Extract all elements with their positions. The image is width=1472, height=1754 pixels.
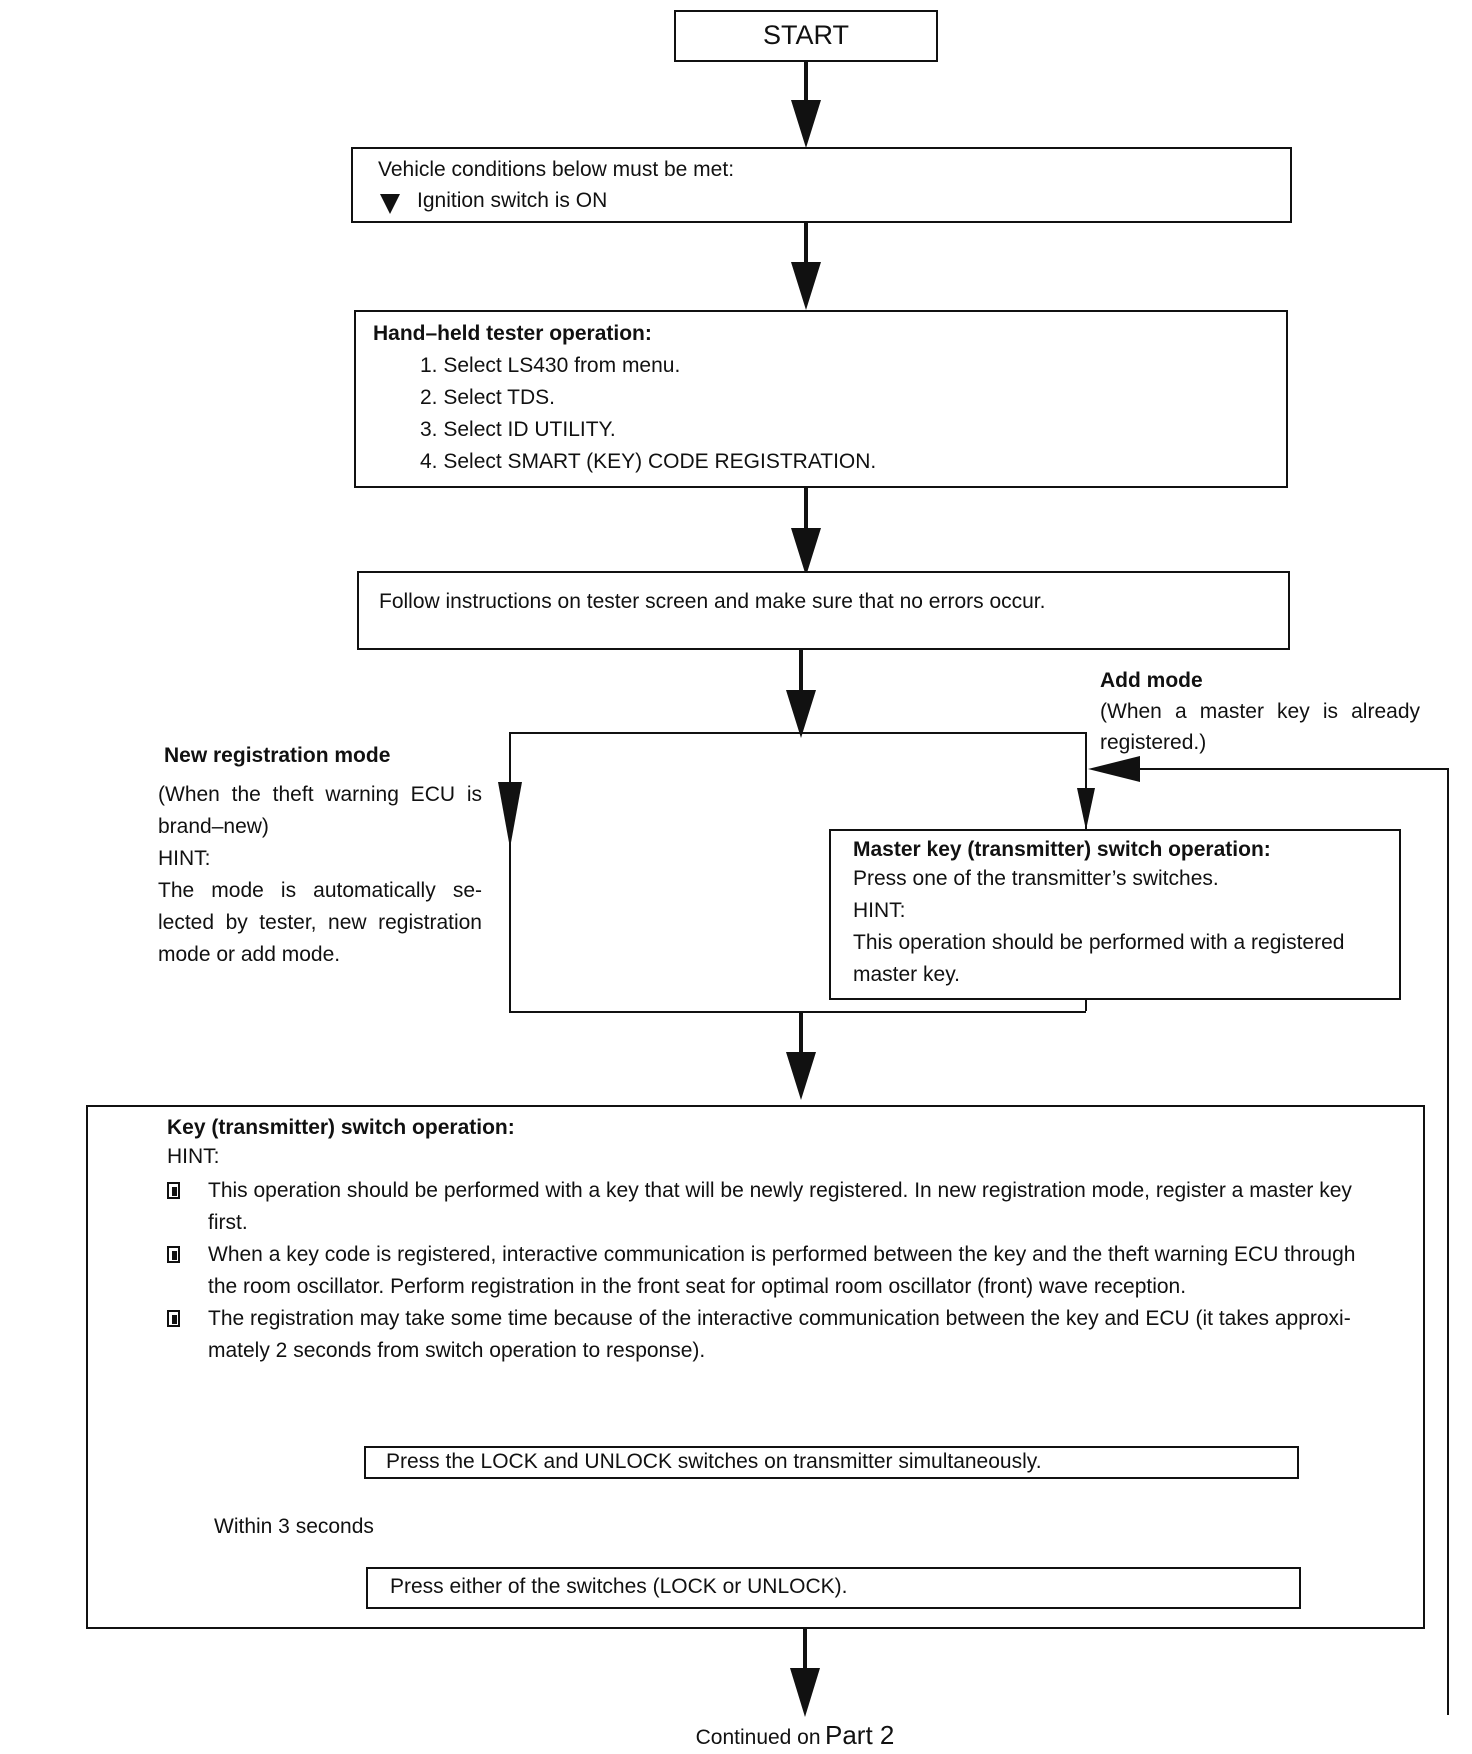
- step-either-box: [366, 1567, 1301, 1609]
- master-key-title: Master key (transmitter) switch operatio…: [853, 838, 1271, 861]
- arrowhead-continued: [790, 1668, 820, 1717]
- key-op-hint: HINT:: [167, 1145, 220, 1168]
- new-mode-line-5: lected by tester, new registration: [158, 911, 482, 934]
- arrowhead-master-key: [1077, 788, 1095, 830]
- new-mode-line-4: The mode is automatically se-: [158, 879, 482, 902]
- step-lock-unlock-box: [364, 1446, 1299, 1479]
- add-mode-title: Add mode: [1100, 669, 1203, 692]
- master-key-hint: HINT:: [853, 899, 906, 922]
- tester-box: [354, 310, 1288, 488]
- continued-label: Continued on Part 2: [0, 1720, 1472, 1751]
- square-bullet-icon: [167, 1246, 180, 1263]
- arrowhead-new-mode: [498, 782, 522, 848]
- master-key-line-1: Press one of the transmitter’s switches.: [853, 867, 1219, 890]
- key-op-bullet-1-line-1: This operation should be performed with …: [208, 1179, 1352, 1202]
- arrowhead-add-mode: [1088, 756, 1140, 782]
- new-mode-line-2: brand–new): [158, 815, 269, 838]
- key-op-box: [86, 1105, 1425, 1629]
- tester-step-4: 4. Select SMART (KEY) CODE REGISTRATION.: [420, 450, 877, 473]
- arrowhead-keyop: [786, 1052, 816, 1100]
- new-mode-line-1: (When the theft warning ECU is: [158, 783, 482, 806]
- square-bullet-icon: [167, 1310, 180, 1327]
- tester-step-2: 2. Select TDS.: [420, 386, 556, 409]
- step-lock-unlock-text: Press the LOCK and UNLOCK switches on tr…: [386, 1450, 1042, 1473]
- start-label: START: [762, 20, 849, 50]
- tester-step-3: 3. Select ID UTILITY.: [420, 418, 616, 441]
- arrowhead-branch: [786, 690, 816, 738]
- key-op-bullet-2-line-1: When a key code is registered, interacti…: [208, 1243, 1356, 1266]
- key-op-bullet-2-line-2: the room oscillator. Perform registratio…: [208, 1275, 1187, 1298]
- add-mode-line-1: (When a master key is already: [1100, 700, 1420, 723]
- step-either-text: Press either of the switches (LOCK or UN…: [390, 1575, 848, 1598]
- key-op-bullet-3-line-2: mately 2 seconds from switch operation t…: [208, 1339, 706, 1362]
- arrowhead-follow: [791, 528, 821, 576]
- follow-text: Follow instructions on tester screen and…: [379, 590, 1046, 613]
- master-key-box: [829, 829, 1401, 1000]
- start-box: START: [674, 10, 938, 62]
- within-label: Within 3 seconds: [214, 1515, 374, 1538]
- triangle-bullet-icon: [380, 194, 400, 214]
- add-mode-return-line: [1112, 768, 1449, 1715]
- arrowhead-tester: [791, 262, 821, 310]
- key-op-bullet-3-line-1: The registration may take some time beca…: [208, 1307, 1351, 1330]
- master-key-line-4: master key.: [853, 963, 960, 986]
- add-mode-line-2: registered.): [1100, 731, 1207, 754]
- new-mode-line-6: mode or add mode.: [158, 943, 341, 966]
- key-op-title: Key (transmitter) switch operation:: [167, 1116, 515, 1139]
- key-op-bullet-1-line-2: first.: [208, 1211, 248, 1234]
- new-mode-hint: HINT:: [158, 847, 211, 870]
- continued-text: Continued on: [695, 1726, 821, 1749]
- follow-box: [357, 571, 1290, 650]
- square-bullet-icon: [167, 1182, 180, 1199]
- arrowhead-conditions: [791, 100, 821, 148]
- conditions-title: Vehicle conditions below must be met:: [378, 158, 735, 181]
- conditions-box: [351, 147, 1292, 223]
- tester-title: Hand–held tester operation:: [373, 322, 652, 345]
- part-text: Part 2: [825, 1720, 895, 1750]
- tester-step-1: 1. Select LS430 from menu.: [420, 354, 681, 377]
- conditions-item: Ignition switch is ON: [417, 189, 608, 212]
- new-mode-title: New registration mode: [164, 744, 391, 767]
- master-key-line-3: This operation should be performed with …: [853, 931, 1345, 954]
